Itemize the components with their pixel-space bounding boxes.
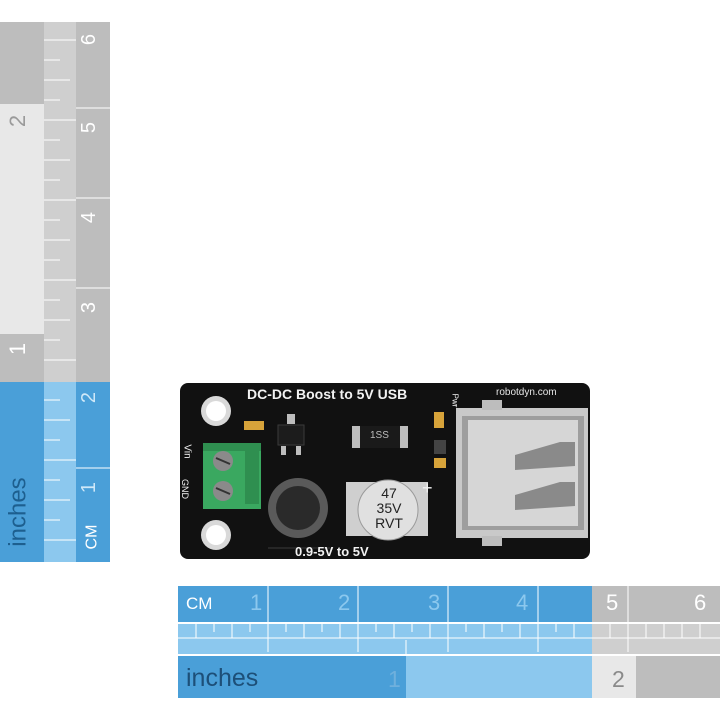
vertical-ruler-tick-strip xyxy=(44,22,76,382)
horizontal-ruler-inch-strip-blue xyxy=(178,656,406,698)
horizontal-ruler-cm-label-1: 1 xyxy=(250,590,263,615)
horizontal-ruler-inch-label-1: 1 xyxy=(388,666,401,692)
horizontal-ruler-cm-label-5: 5 xyxy=(606,590,619,615)
capacitor-value: 47 xyxy=(381,485,397,501)
board-subtitle: 0.9-5V to 5V xyxy=(295,544,369,559)
board-chip-marking: 1SS xyxy=(370,430,389,441)
vertical-ruler-blue-inch xyxy=(0,382,44,562)
horizontal-ruler-tick-strip-gray xyxy=(592,624,720,654)
vertical-ruler-cm-strip xyxy=(76,22,110,382)
horizontal-ruler-inch-strip-gray xyxy=(636,656,720,698)
board-title: DC-DC Boost to 5V USB xyxy=(247,386,408,402)
capacitor-label: 47 35V RVT xyxy=(372,486,406,531)
horizontal-ruler-cm-label-2: 2 xyxy=(338,590,351,615)
vertical-ruler-tick-strip-blue xyxy=(44,382,76,562)
horizontal-ruler-inch-unit: inches xyxy=(186,664,259,692)
vertical-ruler-light-upper xyxy=(0,104,44,334)
horizontal-ruler-cm-strip-blue xyxy=(178,586,592,622)
vertical-ruler-gray-upper xyxy=(0,22,44,104)
board-gnd-label: GND xyxy=(180,479,190,499)
horizontal-ruler-inch-label-2: 2 xyxy=(612,666,625,692)
capacitor-series: RVT xyxy=(375,515,403,531)
capacitor-voltage: 35V xyxy=(376,500,402,516)
board-plus-sign: + xyxy=(422,478,433,498)
horizontal-ruler-cm-label-6: 6 xyxy=(694,590,707,615)
horizontal-ruler-cm-unit: CM xyxy=(186,594,213,613)
horizontal-ruler-tick-strip-blue xyxy=(178,624,592,654)
board-pwr-label: Pwr xyxy=(450,393,460,408)
horizontal-ruler-cm-label-3: 3 xyxy=(428,590,441,615)
horizontal-ruler-inch-strip-light xyxy=(592,656,636,698)
horizontal-ruler-cm-strip-gray xyxy=(592,586,720,622)
horizontal-ruler-cm-label-4: 4 xyxy=(516,590,529,615)
board-vin-label: Vin xyxy=(181,444,193,459)
vertical-ruler-gray-lower xyxy=(0,334,44,382)
vertical-ruler-cm-strip-blue xyxy=(76,382,110,562)
board-brand: robotdyn.com xyxy=(496,387,557,398)
horizontal-ruler-inch-strip-lightblue xyxy=(406,656,592,698)
